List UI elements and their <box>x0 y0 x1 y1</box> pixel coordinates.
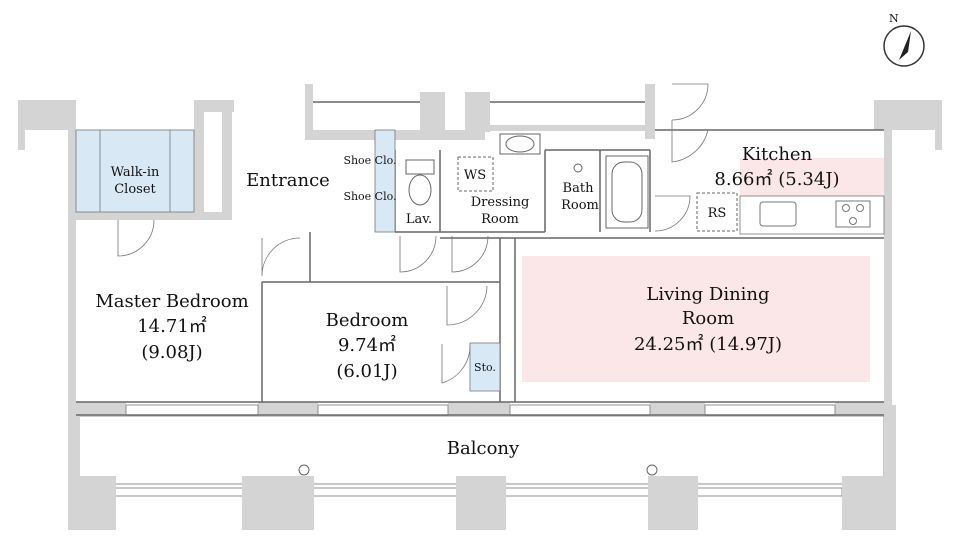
bedroom-label: Bedroom <box>326 310 409 331</box>
storage-label: Sto. <box>474 361 496 374</box>
dressing-room-label-1: Dressing <box>471 195 530 210</box>
entrance-label: Entrance <box>246 170 330 191</box>
storage-area <box>469 342 501 392</box>
lavatory-label: Lav. <box>406 212 432 227</box>
washer-space-box <box>457 156 494 192</box>
kitchen-area: 8.66㎡ (5.34J) <box>714 168 839 190</box>
kitchen-area-tint <box>740 158 884 196</box>
kitchen-counter <box>739 195 885 235</box>
walk-in-closet-label-2: Closet <box>114 182 156 197</box>
sink-icon <box>759 201 797 227</box>
living-dining-area <box>522 256 870 382</box>
stove-icon <box>835 200 871 228</box>
living-dining-area: 24.25㎡ (14.97J) <box>634 333 782 355</box>
shoe-closet-area <box>374 129 396 233</box>
walk-in-closet-area <box>75 129 195 213</box>
windows <box>125 404 836 416</box>
balcony-drains <box>298 464 658 476</box>
bath-room-label-1: Bath <box>563 181 595 196</box>
compass-label: N <box>889 12 899 25</box>
living-dining-label-2: Room <box>682 308 734 329</box>
walls <box>18 84 942 530</box>
master-bedroom-area-j: (9.08J) <box>141 342 202 363</box>
bath-room-label-2: Room <box>561 198 599 213</box>
walk-in-closet-label-1: Walk-in <box>111 165 160 180</box>
toilet-icon <box>405 159 435 206</box>
living-dining-label-1: Living Dining <box>646 284 769 305</box>
washer-space-label: WS <box>464 168 486 183</box>
bedroom-area-sqm: 9.74㎡ <box>338 334 396 356</box>
bedroom-area-j: (6.01J) <box>336 361 397 382</box>
shoe-closet-1-label: Shoe Clo. <box>343 154 396 167</box>
balcony-label: Balcony <box>447 438 520 459</box>
refrigerator-space-label: RS <box>708 206 727 221</box>
north-arrow-icon: N <box>883 12 925 67</box>
master-bedroom-area-sqm: 14.71㎡ <box>137 315 207 337</box>
dressing-room-label-2: Room <box>481 212 519 227</box>
kitchen-label: Kitchen <box>742 144 813 165</box>
shoe-closet-2-label: Shoe Clo. <box>343 190 396 203</box>
shower-icon <box>573 163 583 173</box>
basin-icon <box>499 133 541 155</box>
refrigerator-space-box <box>696 192 738 232</box>
bathtub-icon <box>605 155 649 229</box>
master-bedroom-label: Master Bedroom <box>95 291 248 312</box>
